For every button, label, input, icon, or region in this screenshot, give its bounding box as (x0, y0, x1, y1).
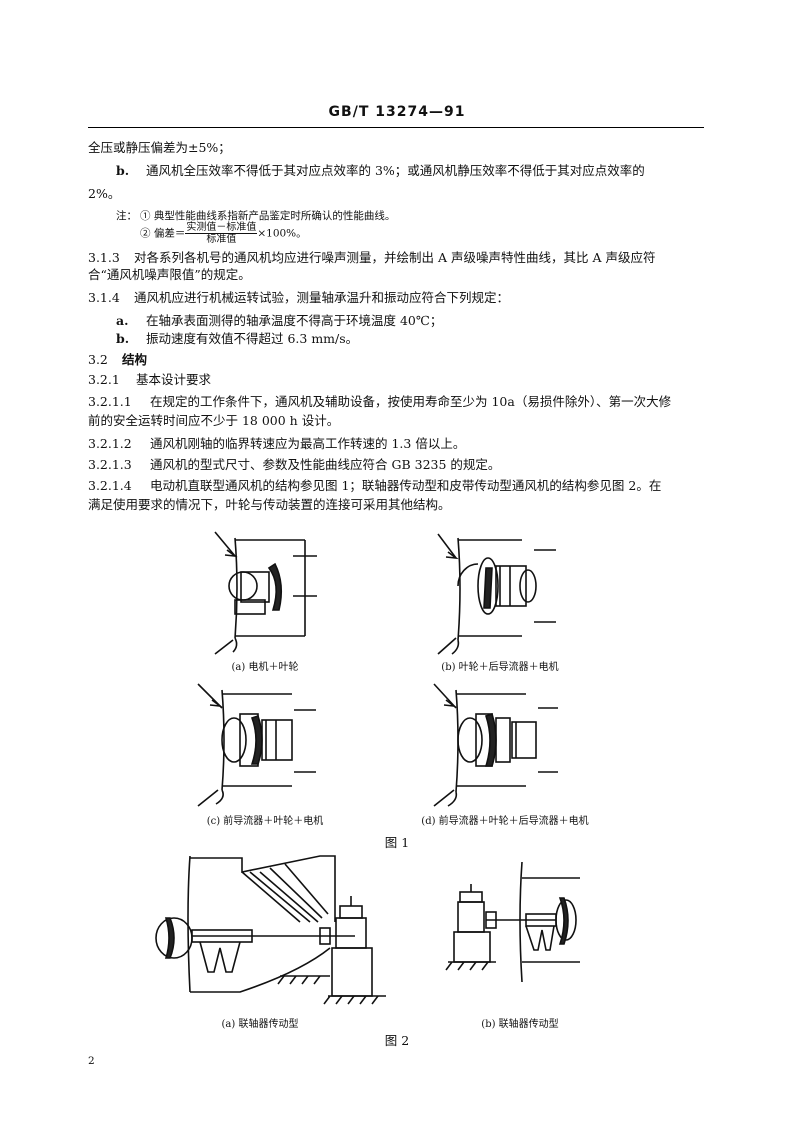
clause-3-2-1-4-number: 3.2.1.4 (88, 478, 132, 493)
clause-3-2-1-3-number: 3.2.1.3 (88, 457, 132, 472)
clause-3-2-1-number: 3.2.1 (88, 372, 120, 387)
clause-3-1-3-text: 对各系列各机号的通风机均应进行噪声测量，并绘制出 A 声级噪声特性曲线，其比 A… (134, 250, 656, 265)
figure-1-label: 图 1 (384, 835, 410, 850)
clause-3-2-1-1-continuation: 前的安全运转时间应不少于 18 000 h 设计。 (88, 413, 340, 428)
note-2: ② 偏差＝实测值－标准值标准值×100%。 (140, 222, 307, 245)
figure-2b-drawing (445, 861, 580, 983)
clause-3-1-4-number: 3.1.4 (88, 290, 120, 305)
note-2-prefix: ② 偏差＝ (140, 227, 186, 240)
note-2-suffix: ×100%。 (257, 227, 307, 240)
item-b1-text: 通风机全压效率不得低于其对应点效率的 3%；或通风机静压效率不得低于其对应点效率… (146, 163, 645, 178)
item-b1-marker: b. (116, 163, 130, 178)
fraction-denominator: 标准值 (206, 234, 237, 245)
clause-3-2-1-2-number: 3.2.1.2 (88, 436, 132, 451)
figure-1b-caption: (b) 叶轮＋后导流器＋电机 (441, 662, 559, 673)
figure-1b-drawing (437, 533, 556, 655)
section-3-2-number: 3.2 (88, 352, 108, 367)
clause-3-2-1-2-text: 通风机刚轴的临界转速应为最高工作转速的 1.3 倍以上。 (150, 436, 466, 451)
note-label: 注： (116, 210, 137, 222)
figure-2a-caption: (a) 联轴器传动型 (221, 1019, 299, 1030)
figure-1a-caption: (a) 电机＋叶轮 (231, 662, 299, 673)
clause-3-2-1-4-text: 电动机直联型通风机的结构参见图 1；联轴器传动型和皮带传动型通风机的结构参见图 … (150, 478, 662, 493)
figure-1c-caption: (c) 前导流器＋叶轮＋电机 (206, 816, 324, 827)
figure-2a-drawing (155, 855, 386, 1005)
figure-1a-drawing (214, 531, 317, 655)
figure-1d-caption: (d) 前导流器＋叶轮＋后导流器＋电机 (421, 816, 589, 827)
clause-3-1-4-text: 通风机应进行机械运转试验，测量轴承温升和振动应符合下列规定： (134, 290, 510, 305)
page-number: 2 (88, 1055, 95, 1067)
clause-3-2-1-4-continuation: 满足使用要求的情况下，叶轮与传动装置的连接可采用其他结构。 (88, 497, 451, 512)
figure-1c-drawing (197, 683, 316, 807)
header-rule (88, 127, 704, 128)
deviation-fraction: 实测值－标准值标准值 (185, 222, 258, 245)
clause-3-2-1-1-number: 3.2.1.1 (88, 394, 132, 409)
item-a-text: 在轴承表面测得的轴承温度不得高于环境温度 40℃； (146, 313, 443, 328)
item-b2-text: 振动速度有效值不得超过 6.3 mm/s。 (146, 331, 359, 346)
para-tolerance-line: 全压或静压偏差为±5%； (88, 140, 231, 155)
clause-3-1-3-continuation: 合“通风机噪声限值”的规定。 (88, 267, 251, 282)
figure-2b-caption: (b) 联轴器传动型 (481, 1019, 559, 1030)
figure-2-label: 图 2 (384, 1033, 410, 1048)
clause-3-2-1-1-text: 在规定的工作条件下，通风机及辅助设备，按使用寿命至少为 10a（易损件除外）、第… (150, 394, 672, 409)
note-1: ① 典型性能曲线系指新产品鉴定时所确认的性能曲线。 (140, 210, 396, 222)
fraction-numerator: 实测值－标准值 (185, 222, 258, 234)
section-3-2-title: 结构 (122, 352, 148, 367)
clause-3-1-3-number: 3.1.3 (88, 250, 120, 265)
item-b1-continuation: 2%。 (88, 186, 121, 201)
item-b2-marker: b. (116, 331, 130, 346)
standard-number-header: GB/T 13274—91 (328, 104, 466, 120)
figure-1d-drawing (433, 683, 558, 807)
clause-3-2-1-3-text: 通风机的型式尺寸、参数及性能曲线应符合 GB 3235 的规定。 (150, 457, 501, 472)
clause-3-2-1-title: 基本设计要求 (136, 372, 212, 387)
item-a-marker: a. (116, 313, 129, 328)
